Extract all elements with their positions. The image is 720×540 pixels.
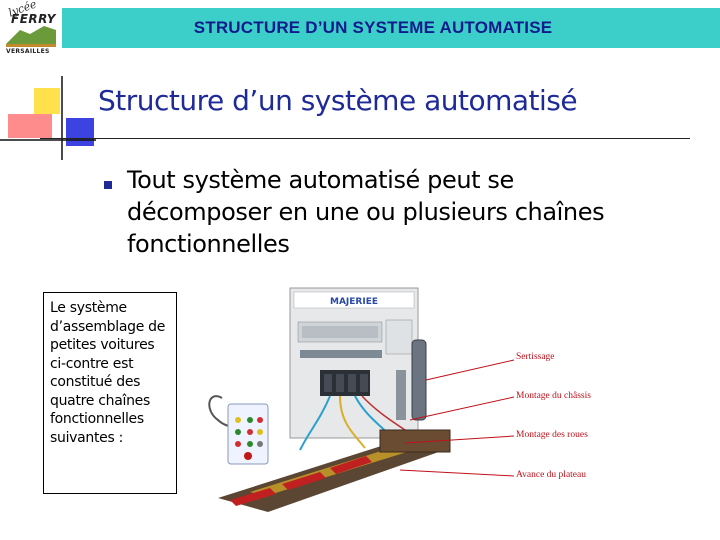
- callout-montage-roues: Montage des roues: [516, 430, 588, 440]
- callout-avance-plateau: Avance du plateau: [516, 470, 586, 480]
- header-title: STRUCTURE D’UN SYSTEME AUTOMATISE: [193, 18, 553, 37]
- decorative-squares-icon: [0, 76, 96, 160]
- logo-name-text: FERRY: [11, 12, 56, 26]
- callout-sertissage: Sertissage: [516, 352, 555, 362]
- school-logo: lycée FERRY VERSAILLES: [0, 0, 62, 62]
- machine-brand-text: MAJERIEE: [330, 297, 378, 307]
- callout-montage-chassis: Montage du châssis: [516, 391, 591, 401]
- title-divider: [40, 138, 690, 139]
- logo-shape-icon: [6, 26, 56, 47]
- logo-city-text: VERSAILLES: [6, 48, 50, 55]
- header-band: STRUCTURE D’UN SYSTEME AUTOMATISE: [62, 8, 720, 48]
- decorative-squares: [0, 60, 100, 170]
- bullet-text: Tout système automatisé peut se décompos…: [127, 166, 605, 258]
- note-box: Le système d’assemblage de petites voitu…: [43, 292, 177, 494]
- slide-title: Structure d’un système automatisé: [98, 84, 578, 117]
- assembly-machine-image: MAJERIEE: [208, 287, 451, 512]
- bullet-square-icon: [104, 181, 112, 189]
